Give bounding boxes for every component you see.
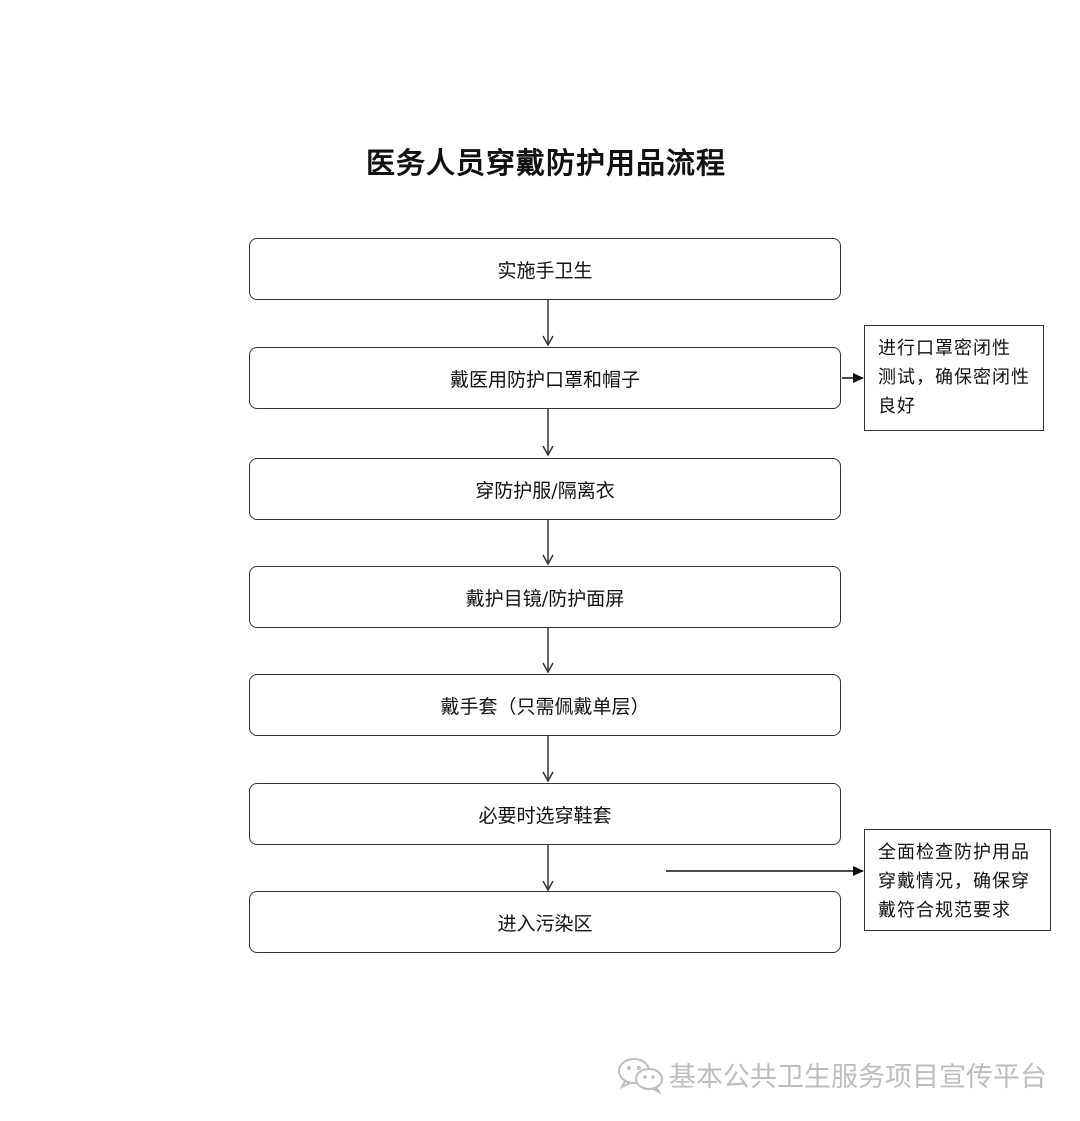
note-mask-seal-check: 进行口罩密闭性 测试，确保密闭性 良好 (864, 325, 1044, 431)
note-line: 全面检查防护用品 (878, 842, 1030, 863)
watermark-text: 基本公共卫生服务项目宣传平台 (669, 1061, 1047, 1093)
note-line: 穿戴情况，确保穿 (878, 871, 1030, 892)
step-gloves: 戴手套（只需佩戴单层） (249, 674, 841, 736)
note-line: 戴符合规范要求 (878, 900, 1011, 921)
watermark: 基本公共卫生服务项目宣传平台 (615, 1054, 1055, 1094)
step-goggles-face-shield: 戴护目镜/防护面屏 (249, 566, 841, 628)
step-protective-gown: 穿防护服/隔离衣 (249, 458, 841, 520)
note-line: 测试，确保密闭性 (878, 367, 1030, 388)
flowchart-title: 医务人员穿戴防护用品流程 (365, 146, 726, 180)
step-mask-and-cap: 戴医用防护口罩和帽子 (249, 347, 841, 409)
note-line: 进行口罩密闭性 (878, 338, 1011, 359)
wechat-icon (618, 1058, 663, 1094)
note-line: 良好 (878, 396, 916, 417)
step-shoe-covers: 必要时选穿鞋套 (249, 783, 841, 845)
step-enter-contaminated-zone: 进入污染区 (249, 891, 841, 953)
step-hand-hygiene: 实施手卫生 (249, 238, 841, 300)
note-full-ppe-check: 全面检查防护用品 穿戴情况，确保穿 戴符合规范要求 (864, 829, 1051, 931)
